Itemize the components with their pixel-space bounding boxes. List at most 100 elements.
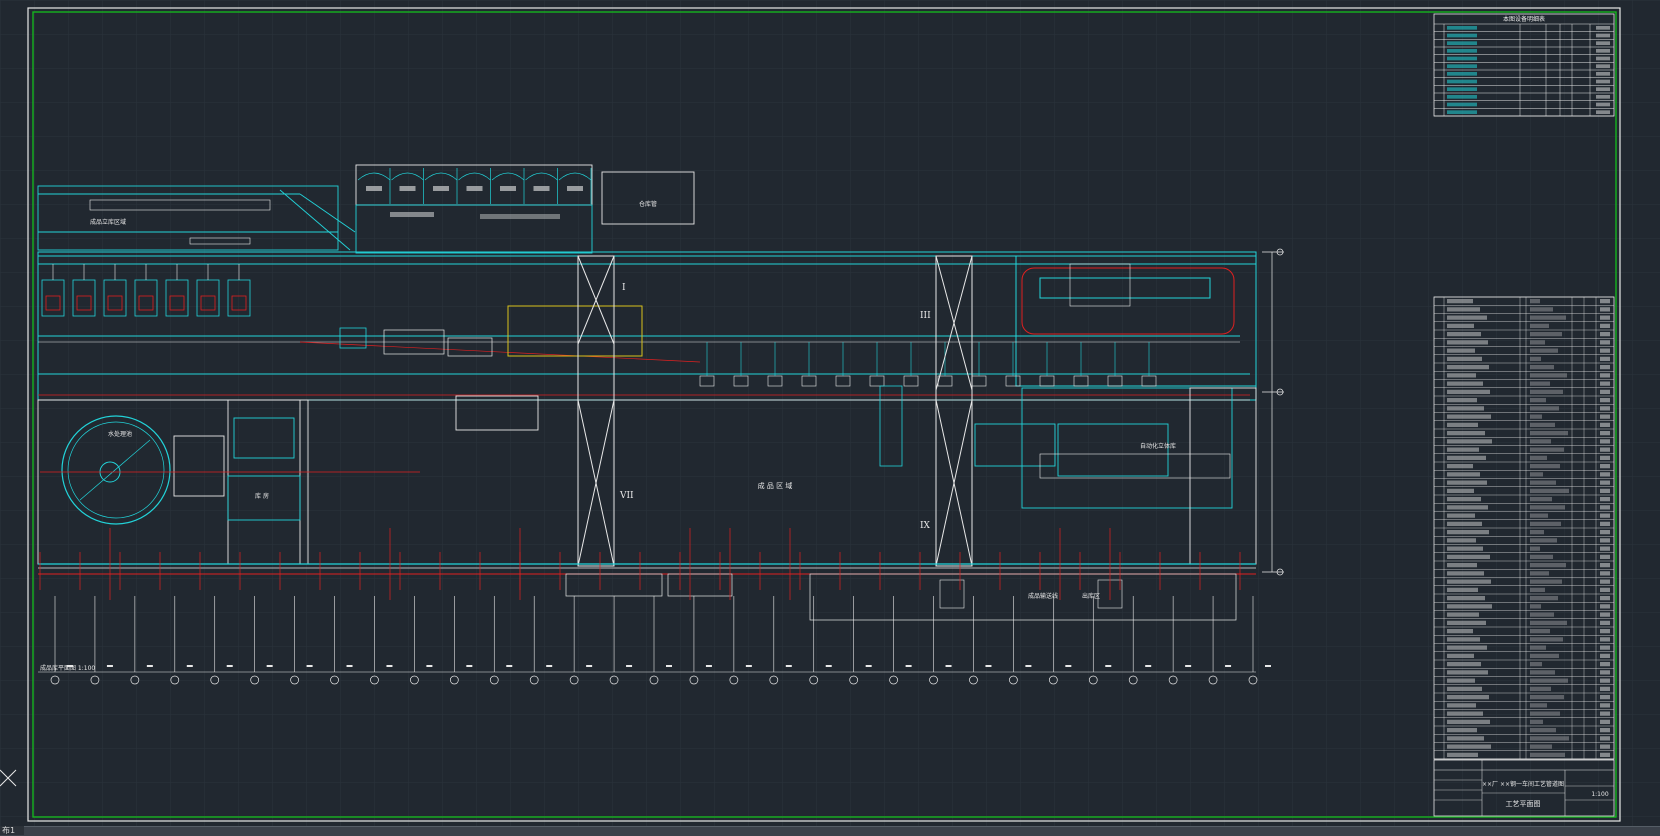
table-cell-fill <box>1530 373 1567 378</box>
label-axis-note: 成品库平面图 1:100 <box>40 664 95 672</box>
table-cell-fill <box>1447 719 1490 724</box>
room-label-bar <box>433 186 449 191</box>
layout-tab[interactable]: 布1 <box>0 826 24 835</box>
table-cell-fill <box>1530 299 1540 304</box>
table-cell-fill <box>1600 554 1610 559</box>
table-cell-fill <box>1530 653 1559 658</box>
table-cell-fill <box>1596 56 1610 61</box>
table-cell-fill <box>1447 87 1477 91</box>
axis-dim-mark <box>785 665 792 667</box>
table-cell-fill <box>1530 670 1555 675</box>
axis-dim-mark <box>306 665 313 667</box>
table-cell-fill <box>1447 381 1483 386</box>
table-cell-fill <box>1530 521 1561 526</box>
table-cell-fill <box>1600 505 1610 510</box>
title-block-project: ××厂 ××钢一车间工艺管道图 <box>1482 780 1564 788</box>
section-mark-ix: IX <box>920 521 931 531</box>
station-core <box>200 295 216 311</box>
control-rooms-row <box>355 164 695 254</box>
table-cell-fill <box>1530 381 1550 386</box>
table-cell-fill <box>1447 571 1484 576</box>
axis-dim-mark <box>106 665 113 667</box>
room-arch <box>357 172 391 181</box>
room-label-bar <box>399 186 416 191</box>
table-cell-fill <box>1530 356 1541 361</box>
axis-grid <box>50 596 1271 685</box>
table-cell-fill <box>1447 686 1482 691</box>
table-cell-fill <box>1600 530 1610 535</box>
table-cell-fill <box>1600 439 1610 444</box>
axis-dim-mark <box>905 665 912 667</box>
table-cell-fill <box>1600 299 1610 304</box>
label-bottom-note: 成品输送线 <box>1028 592 1058 600</box>
table-cell-fill <box>1596 102 1610 107</box>
axis-dim-mark <box>1145 665 1152 667</box>
axis-dim-mark <box>346 665 353 667</box>
room-label-bar <box>500 186 516 191</box>
table-cell-fill <box>1530 645 1546 650</box>
table-cell-fill <box>1447 348 1475 353</box>
table-cell-fill <box>1530 736 1569 741</box>
table-cell-fill <box>1530 604 1541 609</box>
table-cell-fill <box>1530 637 1563 642</box>
axis-bubble <box>130 675 140 685</box>
table-cell-fill <box>1530 348 1558 353</box>
axis-bubble <box>250 675 260 685</box>
label-bottom-note2: 出库区 <box>1082 592 1100 600</box>
axis-bubble <box>1208 675 1218 685</box>
table-cell-fill <box>1600 620 1610 625</box>
table-cell-fill <box>1530 315 1566 320</box>
sheet-inner-frame <box>32 11 1617 818</box>
table-cell-fill <box>1600 406 1610 411</box>
table-cell-fill <box>1600 670 1610 675</box>
table-cell-fill <box>1530 365 1554 370</box>
table-cell-fill <box>1596 87 1610 91</box>
section-mark-iii: III <box>920 311 931 321</box>
table-cell-fill <box>1447 365 1489 370</box>
table-cell-fill <box>1596 33 1610 38</box>
table-cell-fill <box>1600 323 1610 328</box>
table-cell-fill <box>1447 538 1476 543</box>
station-core <box>138 295 154 311</box>
table-cell-fill <box>1600 480 1610 485</box>
table-cell-fill <box>1447 513 1475 518</box>
axis-dim-mark <box>626 665 633 667</box>
station-core <box>76 295 92 311</box>
table-cell-fill <box>1530 538 1557 543</box>
table-cell-fill <box>1530 431 1568 436</box>
table-cell-fill <box>1600 728 1610 733</box>
table-cell-fill <box>1530 620 1567 625</box>
axis-bubble <box>290 675 299 685</box>
equipment-table-top: 本图设备明细表 <box>1433 13 1615 117</box>
axis-bubble <box>489 675 499 685</box>
table-cell-fill <box>1530 488 1569 493</box>
table-cell-fill <box>1530 513 1548 518</box>
table-cell-fill <box>1530 744 1552 749</box>
table-cell-fill <box>1447 678 1475 683</box>
axis-bubble <box>410 675 419 685</box>
table-cell-fill <box>1600 711 1610 716</box>
table-cell-fill <box>1447 299 1473 304</box>
left-equipment-stations <box>41 264 1157 387</box>
table-cell-fill <box>1447 307 1480 312</box>
station-core <box>231 295 247 311</box>
axis-dim-mark <box>945 665 952 667</box>
table-cell-fill <box>1447 72 1477 76</box>
table-cell-fill <box>1530 719 1543 724</box>
axis-dim-mark <box>1185 665 1192 667</box>
table-cell-fill <box>1530 587 1545 592</box>
table-cell-fill <box>1447 26 1477 30</box>
main-building-outline <box>37 251 1257 401</box>
table-cell-fill <box>1447 752 1478 757</box>
table-cell-fill <box>1447 332 1481 337</box>
room-label-bar <box>366 186 382 191</box>
table-cell-fill <box>1530 571 1549 576</box>
table-cell-fill <box>1600 389 1610 394</box>
room-label-bar <box>533 186 550 191</box>
table-cell-fill <box>1600 629 1610 634</box>
bottom-wall <box>38 563 1256 621</box>
axis-bubble <box>1248 675 1258 685</box>
table-cell-fill <box>1530 472 1543 477</box>
